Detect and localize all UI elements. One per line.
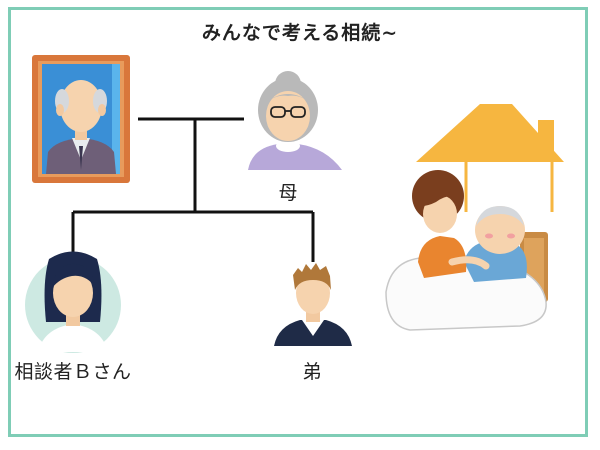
consultant-label: 相談者Ｂさん [14,361,132,383]
deceased-father-portrait-icon [32,55,130,183]
diagram-title: みんなで考える相続~ [201,22,399,44]
grandmother-icon [248,71,342,170]
brother-label: 弟 [302,361,322,383]
man-avatar-icon [274,263,352,346]
woman-avatar-icon [25,251,121,353]
caregiving-house-illustration [385,104,564,331]
family-tree-lines [71,117,315,262]
mother-label: 母 [278,182,298,204]
